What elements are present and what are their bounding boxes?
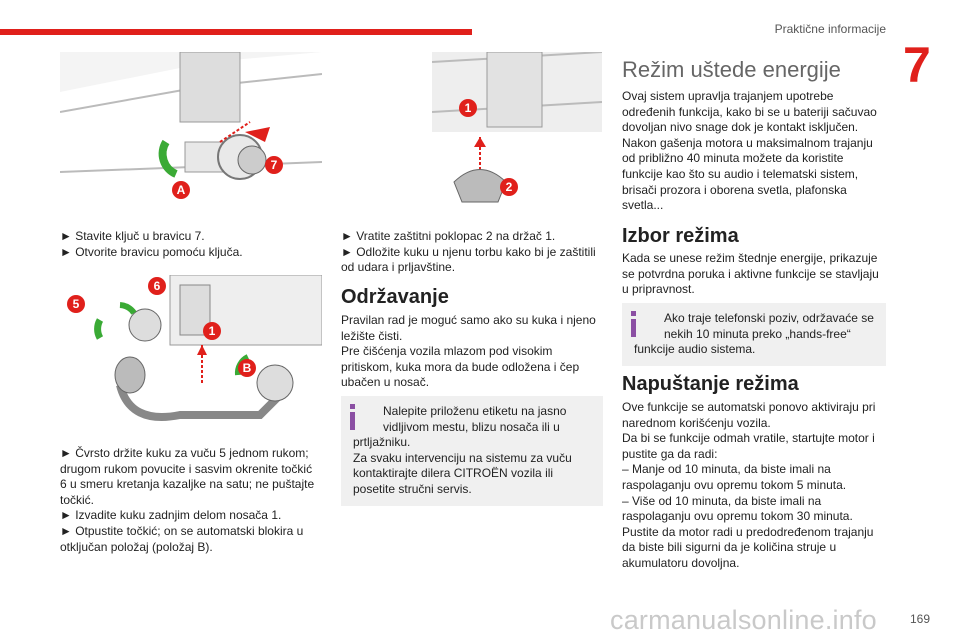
callout-1: 1 <box>203 322 221 340</box>
mode-selection-heading: Izbor režima <box>622 225 739 247</box>
col2-steps: ► Vratite zaštitni poklopac 2 na držač 1… <box>341 229 603 276</box>
note-line: kontaktirajte dilera CITROËN vozila ili <box>353 466 554 481</box>
towbar-removal-illustration: 5 6 1 B <box>60 274 323 431</box>
callout-a: A <box>172 181 190 199</box>
text-line: određenih funkcija, kako bi se u baterij… <box>622 104 877 119</box>
chapter-number: 7 <box>903 37 931 93</box>
note-line: Za svaku intervenciju na sistemu za vuču <box>353 450 572 465</box>
callout-1: 1 <box>459 99 477 117</box>
watermark: carmanualsonline.info <box>610 605 877 635</box>
towbar-lock-illustration: 7 A <box>59 51 323 216</box>
note-line: Ako traje telefonski poziv, održavaće se <box>664 311 874 325</box>
text-line: – Manje od 10 minuta, da biste imali na <box>622 462 831 477</box>
step-line: ► Otvorite bravicu pomoću ključa. <box>60 244 243 259</box>
text-line: pritiskom, kuka mora da bude odložena i … <box>341 359 580 374</box>
col1-steps1: ► Stavite ključ u bravicu 7. ► Otvorite … <box>60 229 322 260</box>
maintenance-text: Pravilan rad je moguć samo ako su kuka i… <box>341 313 603 391</box>
maintenance-heading: Održavanje <box>341 286 449 308</box>
step-line: otključan položaj (položaj B). <box>60 539 213 554</box>
header-accent-bar <box>0 29 472 35</box>
energy-saving-text: Ovaj sistem upravlja trajanjem upotrebe … <box>622 89 892 214</box>
step-line: drugom rukom povucite i sasvim okrenite … <box>60 461 313 476</box>
step-line: ► Čvrsto držite kuku za vuču 5 jednom ru… <box>60 446 309 460</box>
step-line: ► Vratite zaštitni poklopac 2 na držač 1… <box>341 229 556 243</box>
note-line: posetite stručni servis. <box>353 481 472 496</box>
text-line: akumulatoru dovoljna. <box>622 555 740 570</box>
note-line: prtljažniku. <box>353 435 411 450</box>
step-line: točkić. <box>60 492 95 507</box>
note-line: vidljivom mestu, blizu nosača ili u <box>383 419 560 434</box>
text-line: Kada se unese režim štednje energije, pr… <box>622 251 878 265</box>
exit-mode-heading: Napuštanje režima <box>622 373 799 395</box>
info-note: Ako traje telefonski poziv, održavaće se… <box>622 303 886 366</box>
text-line: dovoljan nivo snage dok je kontakt isklj… <box>622 120 859 135</box>
text-line: Pravilan rad je moguć samo ako su kuka i… <box>341 313 596 327</box>
info-icon <box>631 311 636 337</box>
section-title: Praktične informacije <box>774 22 886 36</box>
text-line: Da bi se funkcije odmah vratile, startuj… <box>622 431 875 446</box>
energy-saving-heading: Režim uštede energije <box>622 57 841 82</box>
callout-7: 7 <box>265 156 283 174</box>
step-line: ► Izvadite kuku zadnjim delom nosača 1. <box>60 508 282 523</box>
callout-b: B <box>238 359 256 377</box>
text-line: Pre čišćenja vozila mlazom pod visokim <box>341 344 553 359</box>
text-line: ležište čisti. <box>341 328 403 343</box>
callout-5: 5 <box>67 295 85 313</box>
text-line: Ovaj sistem upravlja trajanjem upotrebe <box>622 89 834 103</box>
step-line: ► Stavite ključ u bravicu 7. <box>60 229 205 243</box>
mode-selection-text: Kada se unese režim štednje energije, pr… <box>622 251 892 298</box>
step-line: 6 u smeru kretanja kazaljke na satu; ne … <box>60 477 315 492</box>
text-line: Pustite da motor radi u predodređenom tr… <box>622 524 874 539</box>
text-line: narednom korišćenju vozila. <box>622 415 771 430</box>
text-line: funkcije kao što su audio i telematski s… <box>622 166 859 181</box>
step-line: ► Odložite kuku u njenu torbu kako bi je… <box>341 244 596 259</box>
info-note: Nalepite priloženu etiketu na jasno vidl… <box>341 396 603 506</box>
info-icon <box>350 404 355 430</box>
note-line: funkcije audio sistema. <box>634 342 756 357</box>
text-line: Nakon gašenja motora u maksimalnom traja… <box>622 135 873 150</box>
text-line: u pripravnost. <box>622 282 695 297</box>
callout-2: 2 <box>500 178 518 196</box>
text-line: ubačen u nosač. <box>341 375 430 390</box>
callout-6: 6 <box>148 277 166 295</box>
text-line: svetla... <box>622 198 664 213</box>
text-line: raspolaganju ovu opremu tokom 5 minuta. <box>622 477 847 492</box>
exit-mode-text: Ove funkcije se automatski ponovo aktivi… <box>622 400 892 572</box>
text-line: pustite ga da radi: <box>622 446 718 461</box>
text-line: Ove funkcije se automatski ponovo aktivi… <box>622 400 876 414</box>
col1-steps2: ► Čvrsto držite kuku za vuču 5 jednom ru… <box>60 446 322 555</box>
step-line: ► Otpustite točkić; on se automatski blo… <box>60 523 304 538</box>
text-line: brisači prozora i oborena svetla, plafon… <box>622 182 847 197</box>
page-number: 169 <box>909 612 930 626</box>
note-line: Nalepite priloženu etiketu na jasno <box>383 404 567 418</box>
text-line: raspolaganju ovu opremu tokom 30 minuta. <box>622 509 853 524</box>
text-line: – Više od 10 minuta, da biste imali na <box>622 493 822 508</box>
step-line: od udara i prljavštine. <box>341 260 456 275</box>
text-line: se potvrdna poruka i aktivne funkcije se… <box>622 266 879 281</box>
cap-replacement-illustration: 1 2 <box>431 51 603 216</box>
note-line: nekih 10 minuta preko „hands-free“ <box>664 326 851 341</box>
text-line: od približno 40 minuta možete da koristi… <box>622 151 844 166</box>
text-line: da biste bili sigurni da je količina str… <box>622 540 837 555</box>
